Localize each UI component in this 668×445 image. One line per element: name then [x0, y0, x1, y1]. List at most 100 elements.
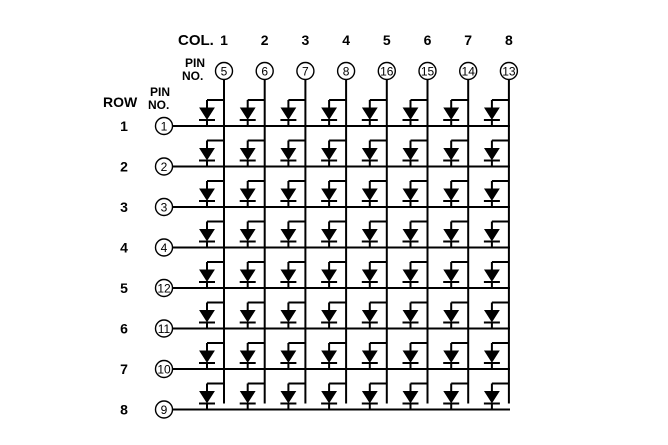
led-diode-r4-c7	[443, 220, 469, 248]
led-diode-r3-c1	[199, 180, 224, 207]
led-diode-r7-c5	[361, 342, 387, 369]
row-pin-number-1: 1	[161, 120, 168, 134]
led-diode-r4-c5	[361, 220, 387, 248]
led-diode-r6-c2	[239, 301, 265, 329]
led-diode-r1-c5	[361, 99, 387, 126]
led-diode-r4-c2	[239, 220, 265, 248]
led-diode-r2-c5	[361, 139, 387, 167]
led-diode-r1-c2	[239, 99, 265, 126]
led-diode-r8-c2	[239, 382, 265, 410]
led-diode-r5-c5	[361, 261, 387, 288]
row-pin-circle-1	[154, 116, 174, 136]
led-diode-r2-c7	[443, 139, 469, 167]
led-diodes-layer	[199, 99, 509, 410]
led-diode-r3-c6	[402, 180, 428, 207]
column-pin-number-3: 7	[302, 65, 309, 79]
led-diode-r5-c8	[483, 261, 509, 288]
row-number-7: 7	[120, 361, 128, 377]
led-diode-r7-c2	[239, 342, 265, 369]
column-number-4: 4	[342, 32, 350, 48]
led-diode-r3-c2	[239, 180, 265, 207]
row-number-2: 2	[120, 159, 128, 175]
led-diode-r7-c4	[321, 342, 347, 369]
led-diode-r7-c8	[483, 342, 509, 369]
led-diode-r7-c6	[402, 342, 428, 369]
led-diode-r1-c1	[199, 99, 224, 126]
row-pin-number-2: 2	[161, 160, 168, 174]
led-diode-r8-c7	[443, 382, 469, 410]
led-diode-r7-c1	[199, 342, 224, 369]
column-number-7: 7	[464, 32, 472, 48]
column-pin-number-7: 14	[462, 65, 476, 79]
column-pin-circle-6	[418, 61, 437, 81]
column-pin-number-5: 16	[380, 65, 394, 79]
led-diode-r3-c7	[443, 180, 469, 207]
row-pin-circle-6	[154, 319, 174, 338]
row-pin-number-5: 12	[157, 282, 171, 296]
led-diode-r6-c8	[483, 301, 509, 329]
row-pin-label-line2: NO.	[148, 98, 169, 112]
led-diode-r1-c8	[483, 99, 509, 126]
led-diode-r3-c3	[280, 180, 306, 207]
column-number-1: 1	[220, 32, 228, 48]
row-number-8: 8	[120, 402, 128, 418]
col-header-label: COL.	[178, 32, 214, 49]
row-pin-number-7: 10	[157, 363, 171, 377]
led-diode-r4-c8	[483, 220, 509, 248]
led-diode-r6-c1	[199, 301, 224, 329]
led-diode-r6-c6	[402, 301, 428, 329]
column-pin-circle-1	[214, 61, 234, 81]
row-pin-circle-3	[154, 197, 174, 217]
column-number-6: 6	[424, 32, 432, 48]
row-number-4: 4	[120, 240, 128, 256]
column-pin-number-8: 13	[502, 65, 516, 79]
column-number-3: 3	[302, 32, 310, 48]
row-number-6: 6	[120, 321, 128, 337]
led-diode-r1-c6	[402, 99, 428, 126]
row-pin-circle-5	[154, 278, 174, 298]
led-diode-r4-c6	[402, 220, 428, 248]
led-diode-r1-c3	[280, 99, 306, 126]
led-diode-r5-c3	[280, 261, 306, 288]
row-number-5: 5	[120, 280, 128, 296]
led-diode-r2-c6	[402, 139, 428, 167]
column-number-8: 8	[505, 32, 513, 48]
led-diode-r1-c4	[321, 99, 347, 126]
led-diode-r8-c8	[483, 382, 509, 410]
row-pin-label-line1: PIN	[150, 85, 170, 99]
led-diode-r4-c1	[199, 220, 224, 248]
column-number-2: 2	[261, 32, 269, 48]
led-diode-r3-c4	[321, 180, 347, 207]
row-header-label: ROW	[103, 94, 138, 110]
led-diode-r2-c2	[239, 139, 265, 167]
led-diode-r6-c5	[361, 301, 387, 329]
led-diode-r2-c8	[483, 139, 509, 167]
column-pin-number-1: 5	[221, 65, 228, 79]
led-diode-r4-c3	[280, 220, 306, 248]
row-pin-number-3: 3	[161, 201, 168, 215]
column-number-5: 5	[383, 32, 391, 48]
led-diode-r2-c3	[280, 139, 306, 167]
led-diode-r8-c1	[199, 382, 224, 410]
led-diode-r8-c3	[280, 382, 306, 410]
led-diode-r1-c7	[443, 99, 469, 126]
column-pin-number-2: 6	[261, 65, 268, 79]
led-diode-r2-c1	[199, 139, 224, 167]
row-pin-number-6: 11	[158, 322, 171, 336]
column-pin-circle-2	[255, 61, 274, 81]
column-pin-number-4: 8	[343, 65, 350, 79]
row-pin-circle-7	[154, 359, 174, 379]
led-diode-r5-c2	[239, 261, 265, 288]
row-number-3: 3	[120, 199, 128, 215]
col-pin-label-line2: NO.	[182, 69, 203, 83]
row-pin-number-4: 4	[161, 241, 168, 255]
column-pin-circle-3	[296, 61, 315, 81]
col-pin-label-line1: PIN	[185, 56, 205, 70]
column-pin-circle-5	[377, 61, 396, 81]
led-diode-r8-c4	[321, 382, 347, 410]
led-diode-r8-c5	[361, 382, 387, 410]
row-pin-circle-4	[154, 238, 174, 257]
